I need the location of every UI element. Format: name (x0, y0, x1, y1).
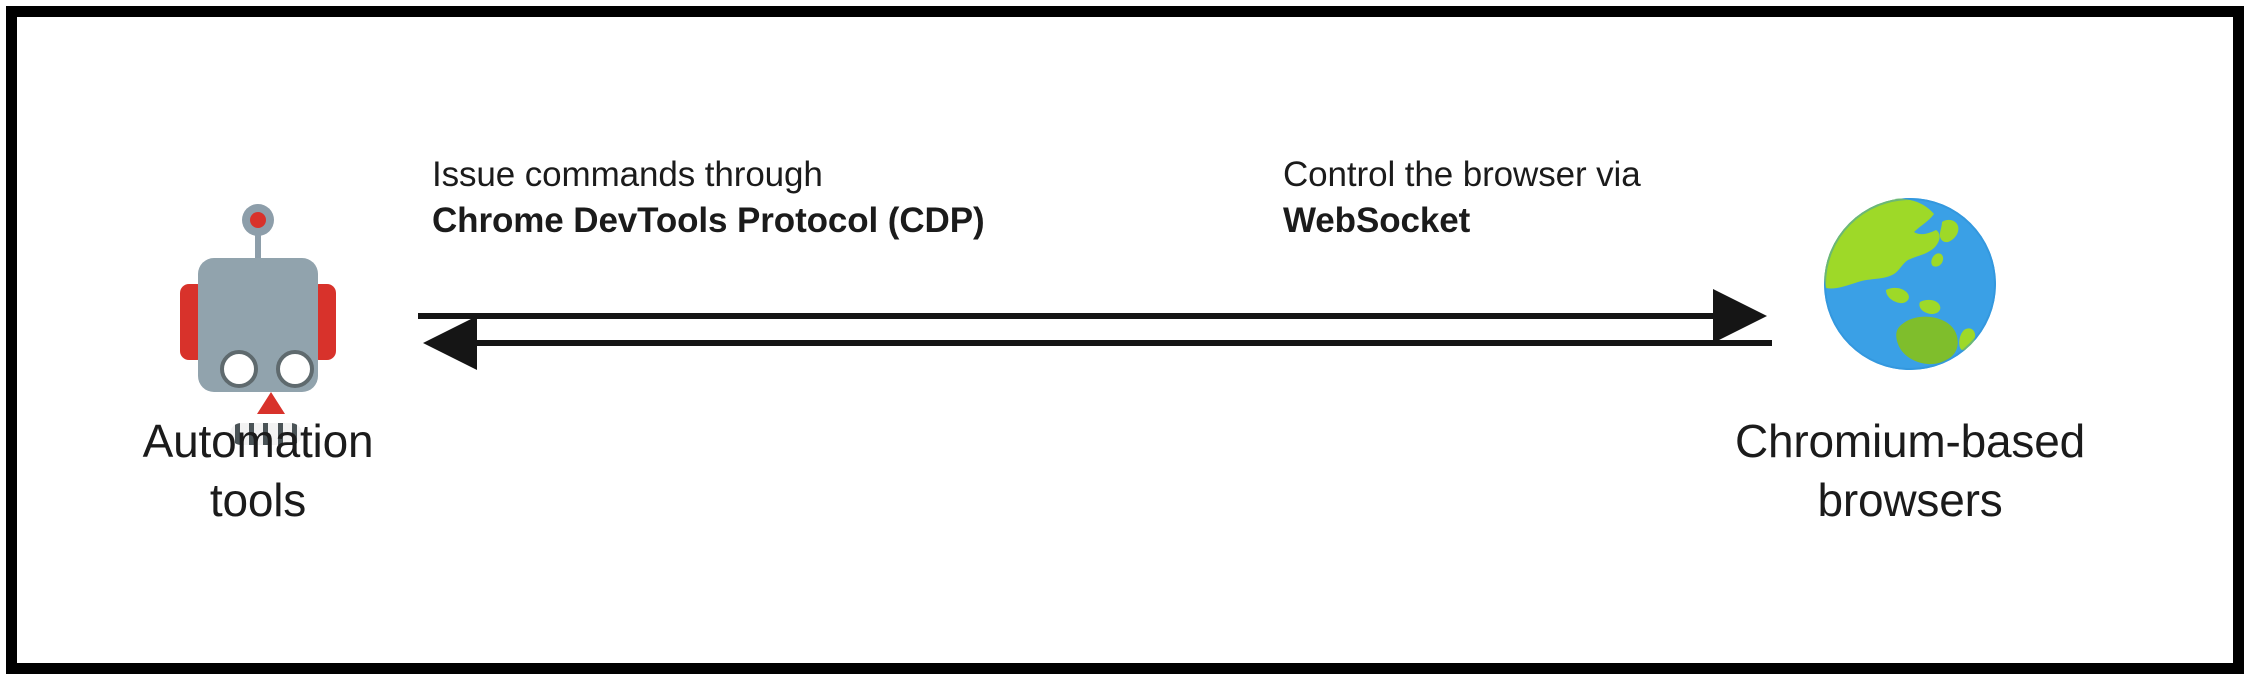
edge-label-cdp-line-2: Chrome DevTools Protocol (CDP) (432, 200, 985, 240)
node-chromium-browsers: Chromium-based browsers (1690, 196, 2130, 526)
edge-label-cdp: Issue commands through Chrome DevTools P… (432, 152, 985, 243)
robot-tooth (249, 423, 255, 445)
robot-eye-right (276, 350, 314, 388)
robot-tooth (234, 423, 240, 445)
robot-head (198, 258, 318, 445)
node-caption-line-1: Automation (142, 415, 374, 467)
node-automation-tools: Automation tools (108, 196, 408, 526)
robot-mouth (230, 423, 302, 445)
robot-tooth (292, 423, 298, 445)
edge-label-websocket-line-1: Control the browser via (1283, 155, 1641, 194)
robot-antenna-light (250, 212, 266, 228)
robot-tooth (263, 423, 269, 445)
edge-label-websocket-line-2: WebSocket (1283, 200, 1471, 240)
robot-antenna-stem (255, 226, 261, 266)
edge-label-cdp-line-1: Issue commands through (432, 155, 823, 194)
node-caption-line-1: Chromium-based (1735, 415, 2085, 467)
node-caption-chromium-browsers: Chromium-based browsers (1690, 412, 2130, 530)
edge-label-websocket: Control the browser via WebSocket (1283, 152, 1641, 243)
node-caption-automation-tools: Automation tools (108, 412, 408, 530)
globe-asia-australia-icon (1824, 198, 1996, 370)
robot-nose (257, 392, 285, 414)
robot-eye-left (220, 350, 258, 388)
robot-tooth (277, 423, 283, 445)
node-caption-line-2: browsers (1817, 473, 2003, 526)
node-caption-line-2: tools (209, 473, 307, 526)
robot-icon (180, 196, 336, 445)
